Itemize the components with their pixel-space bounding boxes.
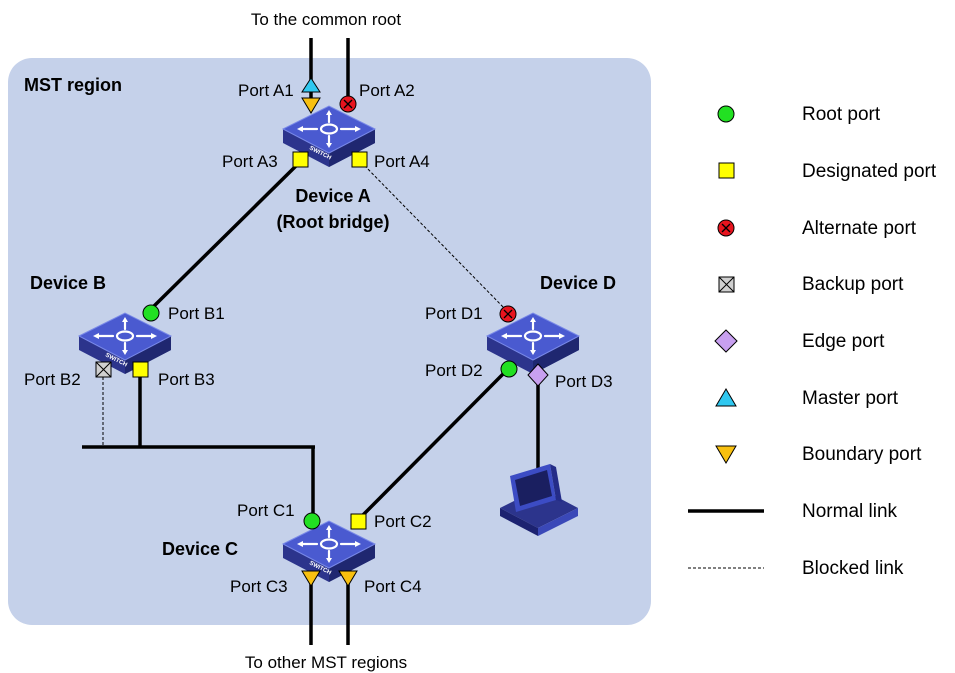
port-d1-label: Port D1	[425, 304, 483, 323]
port-c1-label: Port C1	[237, 501, 295, 520]
pc-icon	[500, 464, 578, 536]
device-c-name: Device C	[162, 539, 238, 559]
port-c1-root-icon	[303, 512, 321, 530]
port-d2-root-icon	[500, 360, 518, 378]
device-a-role: (Root bridge)	[277, 212, 390, 232]
port-a4-designated-icon	[351, 151, 368, 168]
port-a1-master-icon	[301, 77, 321, 93]
port-b1-label: Port B1	[168, 304, 225, 323]
legend-label-master-port: Master port	[802, 388, 899, 409]
legend-label-alternate-port: Alternate port	[802, 218, 917, 239]
port-d1-alternate-icon	[499, 305, 517, 323]
port-a4-label: Port A4	[374, 152, 430, 171]
legend-label-root-port: Root port	[802, 104, 881, 125]
legend-label-normal-link: Normal link	[802, 501, 898, 522]
port-c4-boundary-icon	[338, 570, 358, 587]
legend: Root port Designated port Alternate port…	[688, 104, 937, 579]
purple-diamond-icon	[714, 329, 738, 353]
device-a-name: Device A	[295, 186, 370, 206]
legend-label-boundary-port: Boundary port	[802, 444, 922, 465]
port-b1-root-icon	[142, 304, 160, 322]
legend-label-blocked-link: Blocked link	[802, 558, 904, 579]
legend-label-designated-port: Designated port	[802, 161, 937, 182]
port-a3-label: Port A3	[222, 152, 278, 171]
red-x-circle-icon	[717, 219, 735, 237]
port-b2-backup-icon	[95, 361, 112, 378]
links	[82, 38, 540, 645]
top-label: To the common root	[251, 10, 402, 29]
cyan-triangle-icon	[715, 388, 737, 407]
port-a2-label: Port A2	[359, 81, 415, 100]
port-c3-boundary-icon	[301, 570, 321, 587]
legend-label-backup-port: Backup port	[802, 274, 904, 295]
port-c2-designated-icon	[350, 513, 367, 530]
port-d2-label: Port D2	[425, 361, 483, 380]
device-b-name: Device B	[30, 273, 106, 293]
device-d-name: Device D	[540, 273, 616, 293]
yellow-square-icon	[718, 162, 735, 179]
port-b2-label: Port B2	[24, 370, 81, 389]
link-a-d-blocked	[360, 161, 509, 313]
port-b3-label: Port B3	[158, 370, 215, 389]
port-c2-label: Port C2	[374, 512, 432, 531]
port-c3-label: Port C3	[230, 577, 288, 596]
port-a3-designated-icon	[292, 151, 309, 168]
port-a1-boundary-icon	[301, 97, 321, 114]
link-a-b	[148, 160, 302, 312]
link-c-d	[356, 367, 510, 522]
region-label: MST region	[24, 75, 122, 95]
mst-region	[8, 58, 651, 625]
switch-device-a: SWITCH	[281, 104, 377, 169]
port-d3-label: Port D3	[555, 372, 613, 391]
orange-down-triangle-icon	[715, 445, 737, 464]
bottom-label: To other MST regions	[245, 653, 407, 672]
port-d3-edge-icon	[527, 363, 549, 387]
port-b3-designated-icon	[132, 361, 149, 378]
legend-label-edge-port: Edge port	[802, 331, 885, 352]
gray-x-square-icon	[718, 276, 735, 293]
port-c4-label: Port C4	[364, 577, 422, 596]
port-a2-alternate-icon	[339, 95, 357, 113]
port-a1-label: Port A1	[238, 81, 294, 100]
green-circle-icon	[717, 105, 735, 123]
